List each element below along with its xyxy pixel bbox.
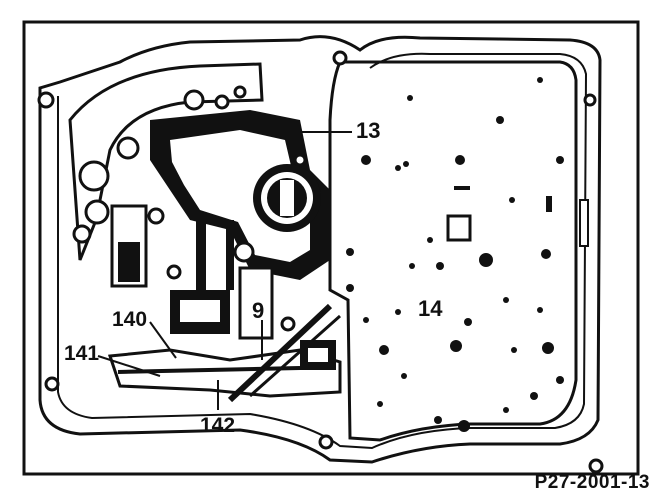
valve-spool-d-inner [180, 300, 220, 322]
main-valve-slot [280, 180, 294, 216]
plate-slot-3 [579, 199, 589, 247]
left-channel [68, 62, 264, 261]
plate-slot-2 [546, 196, 552, 212]
callout-142: 142 [200, 414, 235, 437]
valve-spool-c [238, 266, 274, 340]
callout-9: 9 [252, 298, 264, 323]
callout-13: 13 [356, 118, 380, 143]
leader-lines [97, 131, 352, 410]
separator-plate [328, 60, 578, 442]
valve-body-outline [38, 35, 602, 464]
callout-14: 14 [418, 296, 443, 321]
valve-column-2 [226, 220, 234, 290]
plate-square [446, 214, 472, 242]
diagonal-lever [227, 303, 333, 403]
bolt-holes [37, 50, 604, 474]
linkage-plate [107, 348, 342, 398]
callout-141: 141 [64, 342, 99, 365]
plate-dots [346, 77, 564, 432]
block-lower-inner [308, 348, 328, 362]
outer-frame [22, 20, 640, 476]
diagonal-lever-2 [249, 314, 341, 398]
valve-column [196, 220, 206, 300]
plate-slot [454, 186, 470, 190]
figure-id: P27-2001-13 [534, 472, 650, 493]
callout-140: 140 [112, 308, 147, 331]
valve-spool-b [118, 242, 140, 282]
